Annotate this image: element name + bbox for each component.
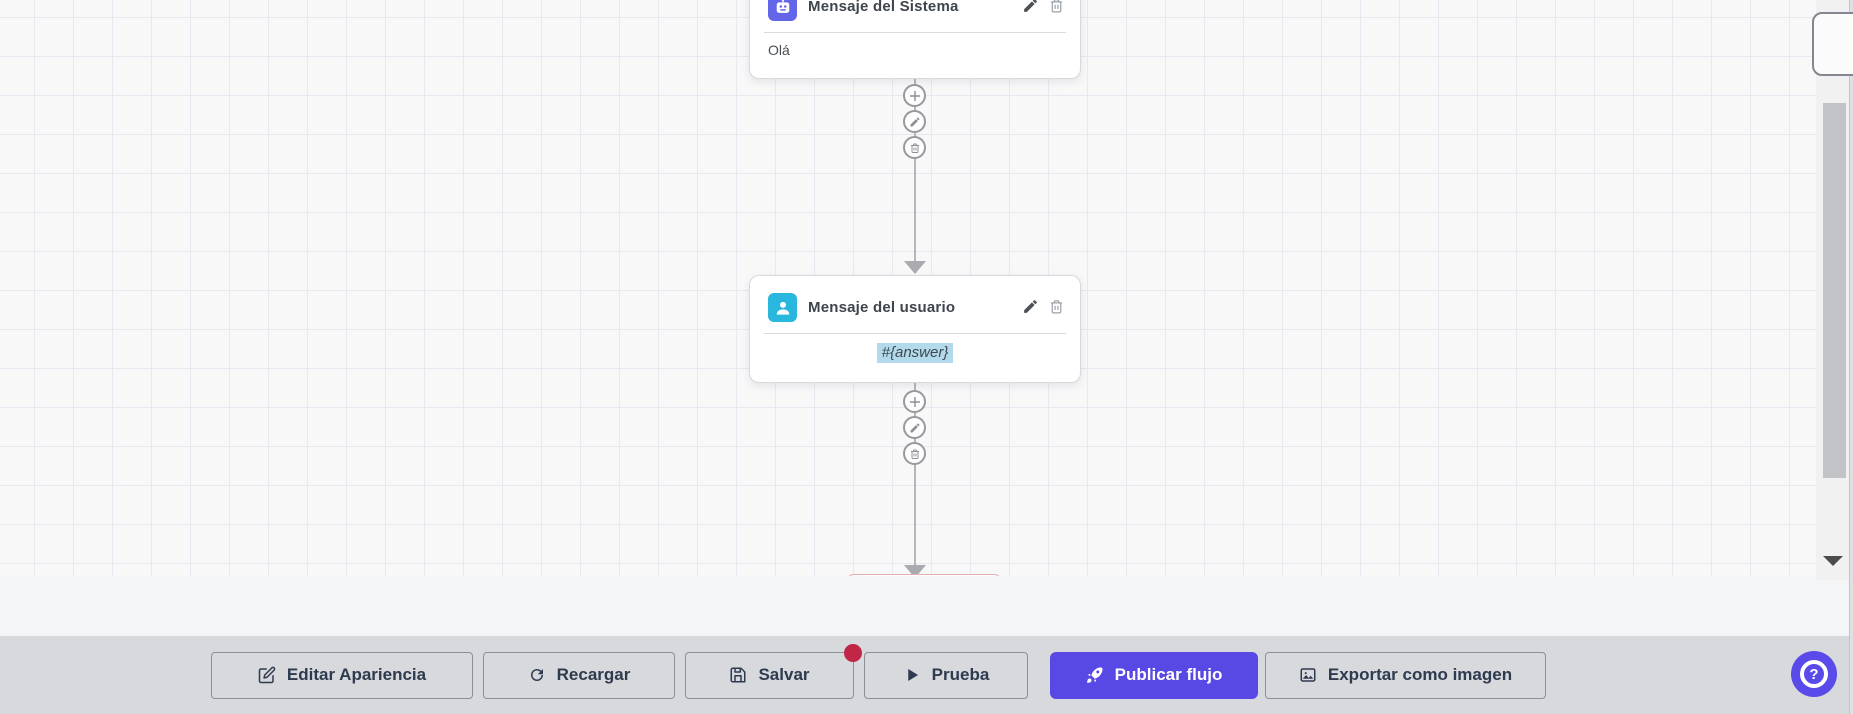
bottom-toolbar: Editar Apariencia Recargar Salvar Prueba…	[0, 636, 1853, 714]
button-label: Exportar como imagen	[1327, 665, 1513, 684]
node-title: Mensaje del Sistema	[808, 0, 959, 15]
edit-icon	[258, 666, 276, 684]
edit-connection-button[interactable]	[903, 416, 926, 439]
connector-arrow-1	[904, 261, 926, 274]
scroll-down-icon[interactable]	[1823, 556, 1843, 566]
image-icon	[1299, 666, 1317, 684]
help-button[interactable]: ?	[1791, 651, 1837, 697]
node-divider	[764, 32, 1066, 33]
delete-node-icon[interactable]	[1048, 298, 1066, 316]
node-title: Mensaje del usuario	[808, 299, 956, 316]
play-icon	[903, 666, 921, 684]
robot-icon	[768, 0, 797, 21]
node-user-message[interactable]: Mensaje del usuario #{answer}	[749, 275, 1081, 383]
save-icon	[729, 666, 747, 684]
node-content: Olá	[768, 42, 790, 58]
question-mark-icon: ?	[1800, 660, 1828, 688]
button-label: Prueba	[931, 665, 990, 684]
reload-button[interactable]: Recargar	[483, 651, 675, 699]
button-label: Publicar flujo	[1114, 665, 1223, 684]
rocket-icon	[1086, 666, 1104, 684]
delete-connection-button[interactable]	[903, 442, 926, 465]
connector-arrow-2	[904, 565, 926, 576]
delete-node-icon[interactable]	[1048, 0, 1066, 15]
connector-line-1	[914, 78, 916, 262]
node-content: #{answer}	[750, 334, 1080, 363]
plus-icon	[909, 90, 921, 102]
button-label: Salvar	[758, 665, 810, 684]
test-button[interactable]: Prueba	[864, 651, 1028, 699]
delete-connection-button[interactable]	[903, 136, 926, 159]
add-node-button[interactable]	[903, 390, 926, 413]
flow-canvas[interactable]: Mensaje del Sistema Olá Mensaje del usua…	[0, 0, 1853, 576]
button-label: Editar Apariencia	[286, 665, 427, 684]
user-icon	[768, 293, 797, 322]
edit-connection-button[interactable]	[903, 110, 926, 133]
save-button[interactable]: Salvar	[685, 643, 862, 699]
node-system-message[interactable]: Mensaje del Sistema Olá	[749, 0, 1081, 79]
clipped-side-panel	[1812, 12, 1853, 76]
pencil-icon	[909, 116, 921, 128]
variable-chip: #{answer}	[876, 343, 954, 363]
unsaved-changes-badge	[844, 643, 862, 662]
export-image-button[interactable]: Exportar como imagen	[1265, 651, 1546, 699]
vertical-scrollbar[interactable]	[1816, 0, 1849, 580]
button-label: Recargar	[556, 665, 631, 684]
add-node-button[interactable]	[903, 84, 926, 107]
node-header: Mensaje del Sistema	[750, 0, 1080, 32]
trash-icon	[909, 142, 921, 154]
pencil-icon	[909, 422, 921, 434]
edit-node-icon[interactable]	[1022, 0, 1040, 15]
trash-icon	[909, 448, 921, 460]
window-edge-strip	[1849, 0, 1853, 714]
publish-flow-button[interactable]: Publicar flujo	[1050, 651, 1258, 699]
connector-line-2	[914, 383, 916, 566]
edit-appearance-button[interactable]: Editar Apariencia	[211, 651, 473, 699]
refresh-icon	[528, 666, 546, 684]
node-header: Mensaje del usuario	[750, 276, 1080, 333]
canvas-footer-band	[0, 576, 1853, 636]
partial-node	[846, 574, 1002, 576]
edit-node-icon[interactable]	[1022, 298, 1040, 316]
node-divider	[764, 333, 1066, 334]
scrollbar-thumb[interactable]	[1823, 103, 1846, 478]
plus-icon	[909, 396, 921, 408]
